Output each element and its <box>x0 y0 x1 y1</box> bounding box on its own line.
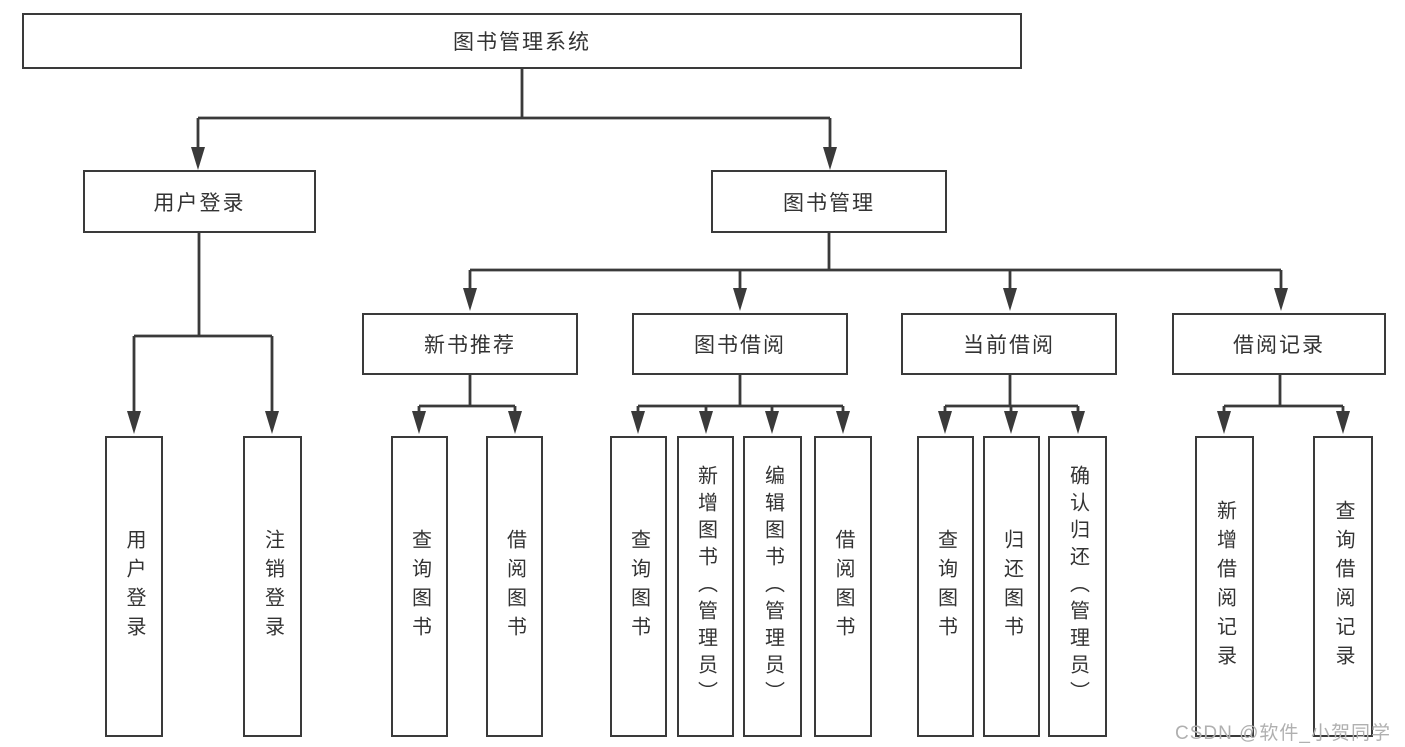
node-root: 图书管理系统 <box>22 13 1022 69</box>
connector-line <box>943 375 1080 413</box>
node-label: 查询借阅记录 <box>1332 499 1354 674</box>
arrowhead-icon <box>127 411 279 434</box>
node-label: 查询图书 <box>408 528 431 645</box>
edges-borrow-records-to-leaves <box>1217 375 1350 434</box>
edges-new-book-recommend-to-leaves <box>412 375 522 434</box>
connector-line <box>417 375 517 413</box>
node-borrow-records: 借阅记录 <box>1172 313 1386 375</box>
arrowhead-icon <box>1217 411 1350 434</box>
node-label: 借阅图书 <box>832 528 854 645</box>
leaf-confirm-return-admin: 确认归还（管理员） <box>1048 436 1107 737</box>
leaf-borrow-books-2: 借阅图书 <box>814 436 872 737</box>
node-label: 用户登录 <box>153 191 246 215</box>
edges-book-management-to-level3 <box>463 233 1288 311</box>
leaf-query-books-recommend: 查询图书 <box>391 436 448 737</box>
edges-root-to-level2 <box>191 69 837 170</box>
node-label: 新增借阅记录 <box>1213 499 1236 674</box>
csdn-watermark: CSDN @软件_小贺同学 <box>1175 723 1391 744</box>
arrowhead-icon <box>938 411 1085 434</box>
node-label: 编辑图书（管理员） <box>761 465 784 708</box>
node-label: 借阅图书 <box>503 528 526 645</box>
node-label: 查询图书 <box>627 528 650 645</box>
connector-line <box>132 233 274 413</box>
node-label: 用户登录 <box>123 528 145 645</box>
node-label: 新增图书（管理员） <box>694 465 717 708</box>
arrowhead-icon <box>412 411 522 434</box>
node-user-login: 用户登录 <box>83 170 316 233</box>
node-label: 图书管理系统 <box>453 31 591 54</box>
node-book-borrow: 图书借阅 <box>632 313 848 375</box>
leaf-query-books-current: 查询图书 <box>917 436 974 737</box>
node-label: 新书推荐 <box>424 334 516 357</box>
node-label: 查询图书 <box>934 528 957 645</box>
leaf-return-book: 归还图书 <box>983 436 1040 737</box>
connector-line <box>636 375 845 413</box>
node-new-book-recommend: 新书推荐 <box>362 313 578 375</box>
leaf-query-books-borrow: 查询图书 <box>610 436 667 737</box>
leaf-user-login: 用户登录 <box>105 436 163 737</box>
arrowhead-icon <box>463 288 1288 311</box>
connector-line <box>468 233 1283 290</box>
node-label: 借阅记录 <box>1233 334 1325 357</box>
node-book-management: 图书管理 <box>711 170 947 233</box>
node-label: 图书借阅 <box>694 334 786 357</box>
arrowhead-icon <box>631 411 850 434</box>
leaf-edit-book-admin: 编辑图书（管理员） <box>743 436 802 737</box>
leaf-add-book-admin: 新增图书（管理员） <box>677 436 734 737</box>
edges-current-borrow-to-leaves <box>938 375 1085 434</box>
node-current-borrow: 当前借阅 <box>901 313 1117 375</box>
edges-user-login-to-leaves <box>127 233 279 434</box>
node-label: 注销登录 <box>261 528 284 645</box>
node-label: 确认归还（管理员） <box>1066 465 1089 708</box>
connector-line <box>196 69 832 149</box>
node-label: 当前借阅 <box>963 334 1055 357</box>
leaf-borrow-books-recommend: 借阅图书 <box>486 436 543 737</box>
connector-line <box>1222 375 1345 413</box>
leaf-add-borrow-record: 新增借阅记录 <box>1195 436 1254 737</box>
arrowhead-icon <box>191 147 837 170</box>
edges-book-borrow-to-leaves <box>631 375 850 434</box>
leaf-logout: 注销登录 <box>243 436 302 737</box>
node-label: 图书管理 <box>783 191 875 215</box>
node-label: 归还图书 <box>1000 528 1023 645</box>
leaf-query-borrow-record: 查询借阅记录 <box>1313 436 1373 737</box>
